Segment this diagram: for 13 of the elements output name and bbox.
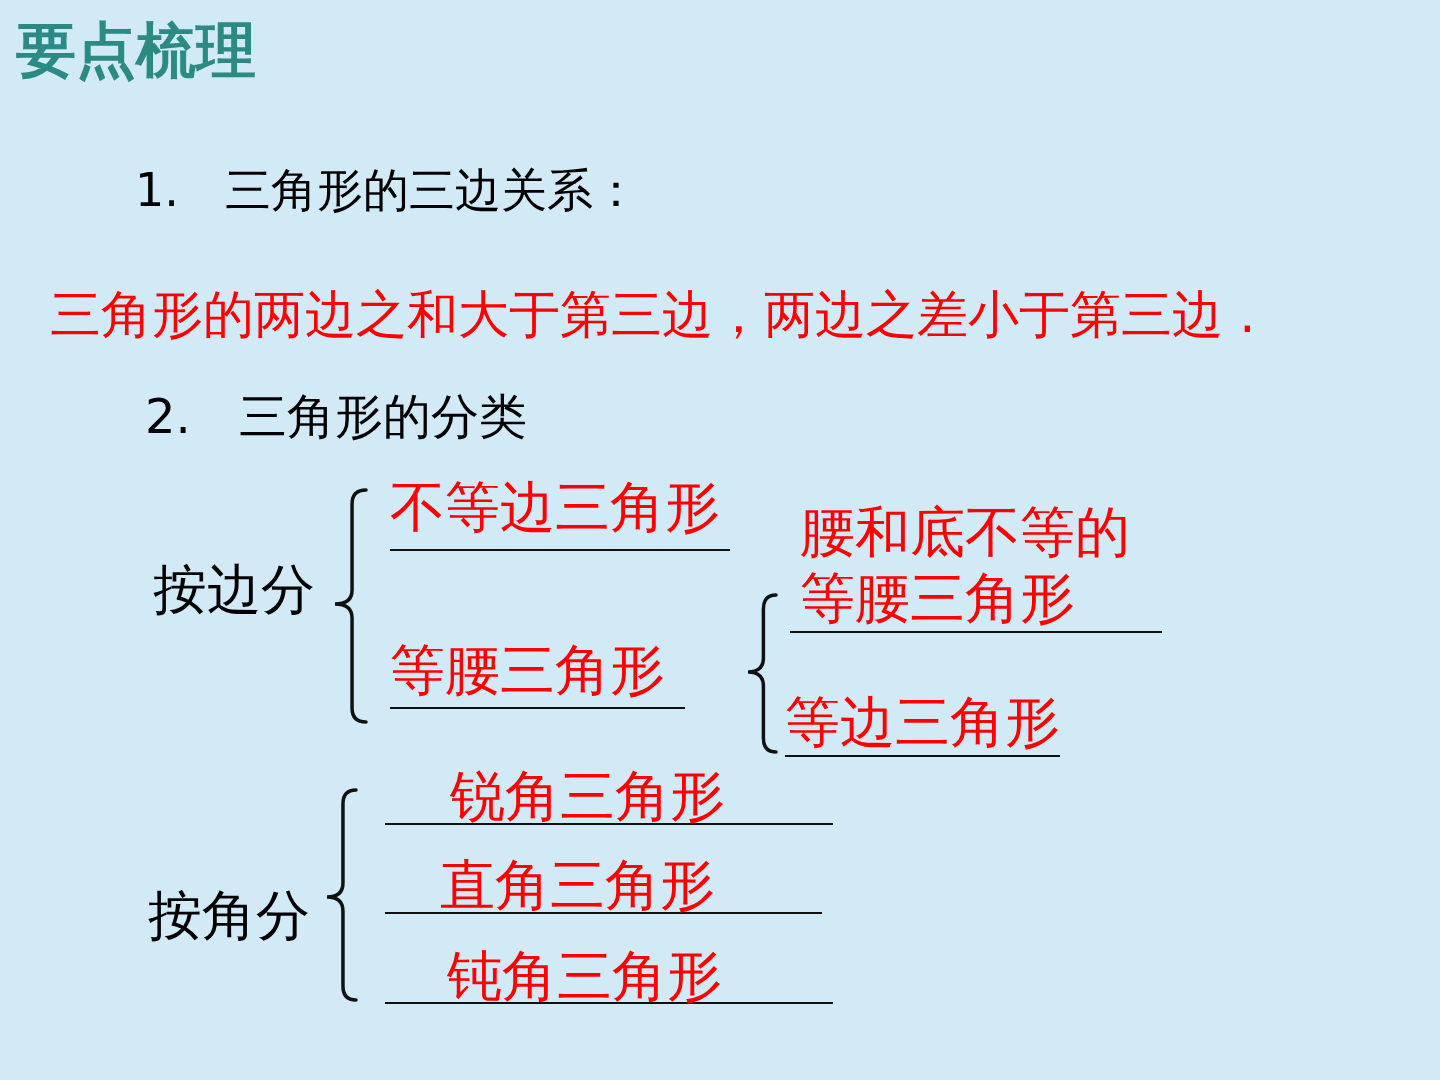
fill-in-line: 等腰三角形: [390, 640, 685, 709]
fill-in-line: 直角三角形: [385, 858, 822, 914]
rule-statement: 三角形的两边之和大于第三边，两边之差小于第三边 .: [50, 284, 1256, 346]
fill-in-line: 钝角三角形: [385, 950, 833, 1004]
slide-title: 要点梳理: [16, 14, 256, 86]
section-heading: 2. 三角形的分类: [145, 387, 527, 446]
section-heading: 1. 三角形的三边关系：: [135, 162, 639, 219]
fill-in-line: 腰和底不等的等腰三角形: [790, 499, 1162, 633]
category-label: 按角分: [148, 886, 310, 946]
fill-in-line: 等边三角形: [785, 692, 1060, 757]
fill-in-line: 锐角三角形: [385, 769, 833, 825]
fill-in-line: 不等边三角形: [390, 477, 730, 551]
category-label: 按边分: [153, 560, 315, 620]
